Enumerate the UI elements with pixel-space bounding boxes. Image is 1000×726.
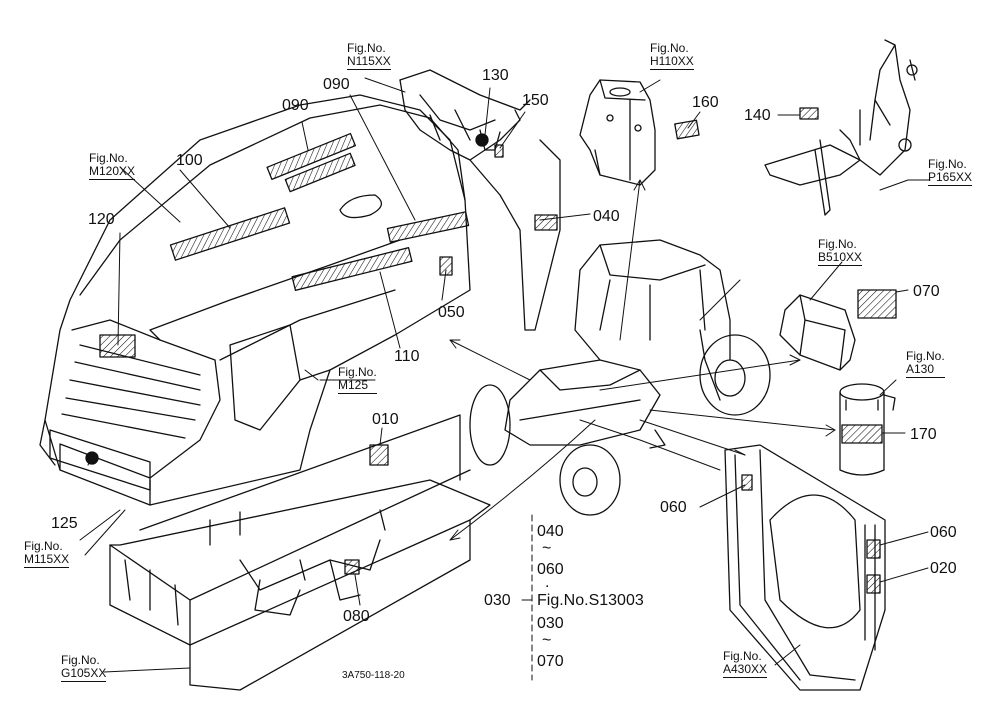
fig-label: Fig.No. (928, 157, 967, 171)
part-label-150: 150 (522, 92, 549, 109)
fig-code: H110XX (650, 54, 694, 70)
part-label-080: 080 (343, 608, 370, 625)
fig-label: Fig.No. (650, 41, 689, 55)
group-dot: . (545, 574, 550, 591)
figure-ref-s13003: Fig.No.S13003 (537, 592, 644, 609)
fig-label: Fig.No. (338, 365, 377, 379)
figure-ref-h110xx: Fig.No. H110XX (650, 42, 694, 70)
part-label-020: 020 (930, 560, 957, 577)
fig-code: G105XX (61, 666, 107, 682)
group-tilde: ~ (542, 540, 552, 557)
part-label-060: 060 (930, 524, 957, 541)
figure-ref-b510xx: Fig.No. B510XX (818, 237, 863, 266)
p165-part-drawing (764, 39, 918, 216)
fig-label: Fig.No. (818, 237, 857, 251)
fig-label: Fig.No. (906, 349, 945, 363)
fig-code: A430XX (723, 662, 768, 678)
part-label-040: 040 (593, 208, 620, 225)
group-tilde: ~ (542, 632, 552, 649)
part-label-090: 090 (282, 97, 309, 114)
fig-code: P165XX (928, 170, 973, 186)
fig-code: B510XX (818, 250, 863, 266)
figure-ref-a430xx: Fig.No. A430XX (723, 649, 768, 678)
part-label-120: 120 (88, 211, 115, 228)
part-label-050: 050 (438, 304, 465, 321)
leader-lines (79, 77, 931, 673)
part-label-060: 060 (660, 499, 687, 516)
figure-ref-g105xx: Fig.No. G105XX (61, 653, 107, 682)
group-label-070: 070 (537, 653, 564, 670)
b510-part-drawing (779, 289, 897, 371)
fig-code: A130 (906, 363, 945, 378)
h110-part-drawing (579, 79, 700, 186)
fig-code: M125 (338, 379, 377, 394)
group-label-060: 060 (537, 561, 564, 578)
group-label-030: 030 (484, 592, 511, 609)
part-label-130: 130 (482, 67, 509, 84)
fig-label: Fig.No. (723, 649, 762, 663)
front-panel-drawing (399, 69, 561, 331)
drawing-code: 3A750-118-20 (342, 670, 405, 681)
group-label-040: 040 (537, 523, 564, 540)
part-label-090: 090 (323, 76, 350, 93)
fig-code: N115XX (347, 54, 391, 70)
fig-label: Fig.No. (24, 539, 63, 553)
part-label-125: 125 (51, 515, 78, 532)
figure-ref-p165xx: Fig.No. P165XX (928, 157, 973, 186)
part-label-100: 100 (176, 152, 203, 169)
a130-part-drawing (839, 383, 896, 476)
group-label-030: 030 (537, 615, 564, 632)
figure-ref-m120xx: Fig.No. M120XX (89, 151, 136, 180)
fig-label: Fig.No. (89, 151, 128, 165)
part-label-070: 070 (913, 283, 940, 300)
hood-drawing (39, 94, 471, 506)
figure-ref-m125: Fig.No. M125 (338, 366, 377, 394)
fig-label: Fig.No. (347, 41, 386, 55)
fig-code: M115XX (24, 552, 70, 568)
part-label-140: 140 (744, 107, 771, 124)
part-label-160: 160 (692, 94, 719, 111)
s13003-bracket (521, 514, 533, 681)
base-frame-drawing (109, 414, 491, 691)
tractor-drawing (469, 239, 771, 516)
figure-ref-m115xx: Fig.No. M115XX (24, 539, 70, 568)
part-label-010: 010 (372, 411, 399, 428)
part-label-110: 110 (394, 348, 420, 365)
figure-ref-a130: Fig.No. A130 (906, 350, 945, 378)
part-label-170: 170 (910, 426, 937, 443)
a430-part-drawing (724, 444, 886, 691)
fig-code: M120XX (89, 164, 136, 180)
figure-ref-n115xx: Fig.No. N115XX (347, 42, 391, 70)
fig-label: Fig.No. (61, 653, 100, 667)
